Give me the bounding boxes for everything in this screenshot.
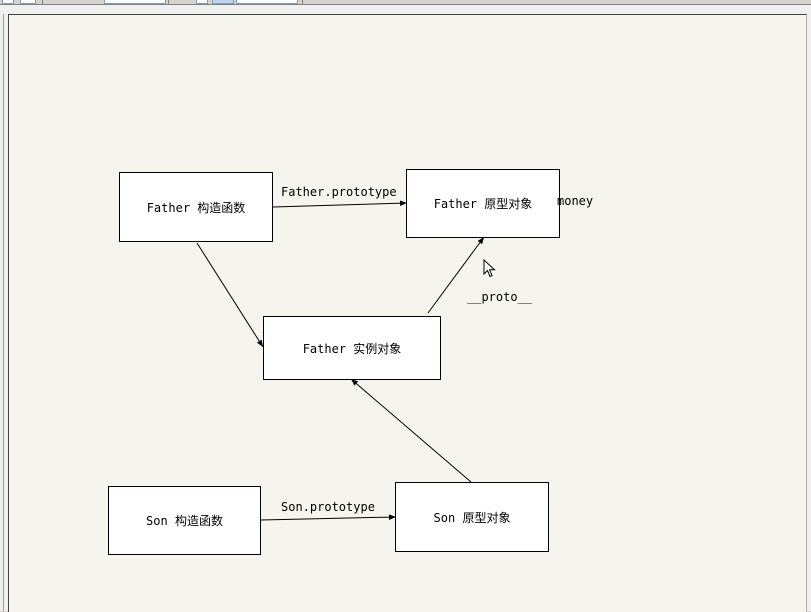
- node-son-prototype[interactable]: Son 原型对象: [395, 482, 549, 552]
- frame-border: [3, 14, 4, 611]
- label-money: money: [557, 194, 594, 208]
- mouse-pointer-icon: [483, 258, 497, 283]
- node-father-constructor[interactable]: Father 构造函数: [119, 172, 273, 242]
- node-label: Father 实例对象: [302, 341, 402, 356]
- node-label: Son 原型对象: [433, 510, 511, 525]
- node-son-constructor[interactable]: Son 构造函数: [108, 486, 261, 555]
- toolbar-button[interactable]: [20, 0, 36, 4]
- toolbar-button[interactable]: [2, 0, 14, 4]
- arrow-son-to-prototype: [260, 514, 397, 521]
- edge-label-father-prototype: Father.prototype: [281, 185, 397, 199]
- arrow-father-to-instance: [196, 242, 264, 348]
- toolbar-input[interactable]: [104, 0, 166, 4]
- arrow-instance-proto: [427, 236, 485, 314]
- toolbar-input[interactable]: [236, 0, 298, 4]
- edge-label-proto: __proto__: [467, 290, 533, 304]
- node-father-prototype[interactable]: Father 原型对象: [406, 169, 560, 238]
- node-label: Son 构造函数: [146, 514, 223, 528]
- arrow-father-to-prototype: [272, 200, 408, 208]
- arrow-sonproto-to-instance: [350, 378, 472, 483]
- node-label: Father 构造函数: [146, 200, 246, 215]
- edge-label-son-prototype: Son.prototype: [281, 500, 375, 514]
- node-label: Father 原型对象: [433, 197, 533, 211]
- toolbar: [0, 0, 811, 5]
- node-father-instance[interactable]: Father 实例对象: [263, 316, 441, 380]
- toolbar-button[interactable]: [212, 0, 234, 4]
- toolbar-button[interactable]: [196, 0, 208, 4]
